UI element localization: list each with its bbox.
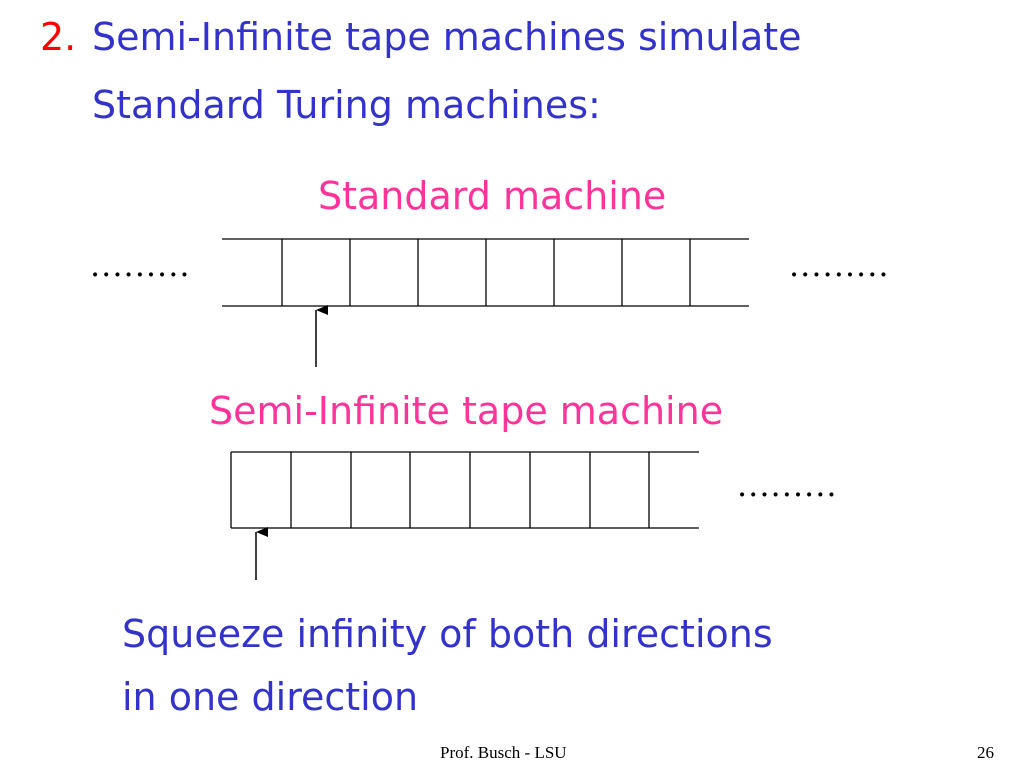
semi-ellipsis: .........: [737, 466, 838, 504]
conclusion-line1: Squeeze infinity of both directions: [122, 612, 773, 656]
footer-author: Prof. Busch - LSU: [440, 743, 567, 762]
standard-machine-label: Standard machine: [318, 174, 667, 218]
slide-title-line1: Semi-Infinite tape machines simulate: [92, 15, 802, 59]
right-ellipsis: .........: [789, 246, 890, 284]
slide-number: 2.: [40, 15, 77, 59]
semi-infinite-machine-label: Semi-Infinite tape machine: [209, 389, 724, 433]
semi-infinite-tape: [230, 451, 699, 529]
conclusion-line2: in one direction: [122, 675, 419, 719]
standard-tape: [222, 238, 749, 307]
slide-title-line2: Standard Turing machines:: [92, 83, 601, 127]
left-ellipsis: .........: [90, 246, 191, 284]
page-number: 26: [977, 743, 994, 762]
